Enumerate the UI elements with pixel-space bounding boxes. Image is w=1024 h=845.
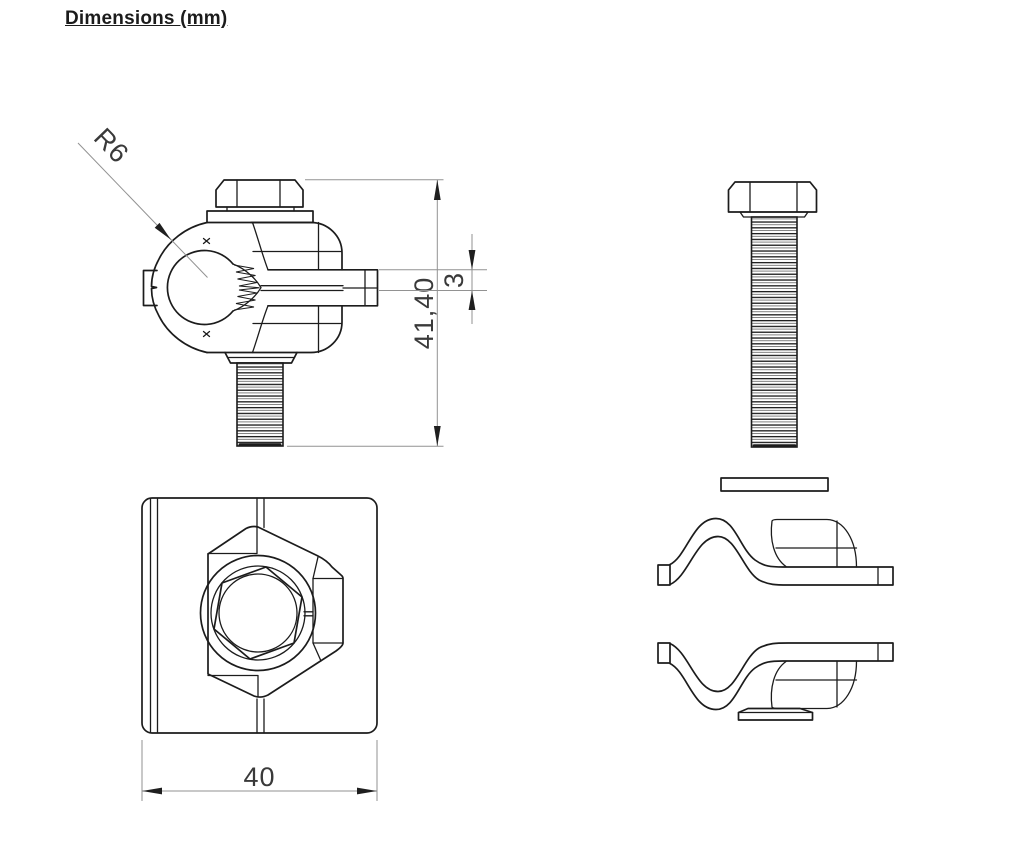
- thickness-dimension: 3: [379, 234, 487, 324]
- clamp-body: [142, 221, 379, 354]
- front-view: [142, 179, 379, 447]
- washer-icon: [206, 210, 314, 224]
- radius-label: R6: [88, 122, 135, 169]
- clamp-half-upper: [657, 517, 894, 586]
- top-view: 40: [141, 497, 378, 801]
- thickness-label: 3: [439, 272, 469, 288]
- center-mark-bottom: [202, 330, 211, 338]
- lower-boss: [737, 707, 814, 721]
- center-mark-top: [202, 237, 211, 245]
- serration-teeth: [232, 263, 262, 312]
- width-dimension: 40: [141, 740, 378, 801]
- exploded-bolt: [727, 181, 818, 448]
- bolt-head-icon: [215, 179, 304, 212]
- exploded-bolt-shank: [750, 216, 798, 448]
- left-tab: [142, 269, 158, 307]
- height-dimension: 41,40: [287, 179, 444, 447]
- exploded-washer: [720, 477, 829, 492]
- width-label: 40: [243, 762, 275, 792]
- bolt-head-top: [199, 554, 317, 672]
- stud-boss: [224, 351, 298, 364]
- radius-leader: [77, 142, 208, 278]
- hex-boss: [207, 525, 344, 698]
- right-tab: [260, 268, 379, 307]
- plate-outline: [141, 497, 378, 734]
- exploded-view: [657, 181, 894, 721]
- threaded-stud: [236, 362, 284, 447]
- clamp-half-lower: [657, 642, 894, 721]
- conductor-hole: [166, 249, 234, 326]
- page-title: Dimensions (mm): [65, 8, 228, 29]
- exploded-bolt-head: [727, 181, 818, 213]
- height-label: 41,40: [409, 277, 439, 350]
